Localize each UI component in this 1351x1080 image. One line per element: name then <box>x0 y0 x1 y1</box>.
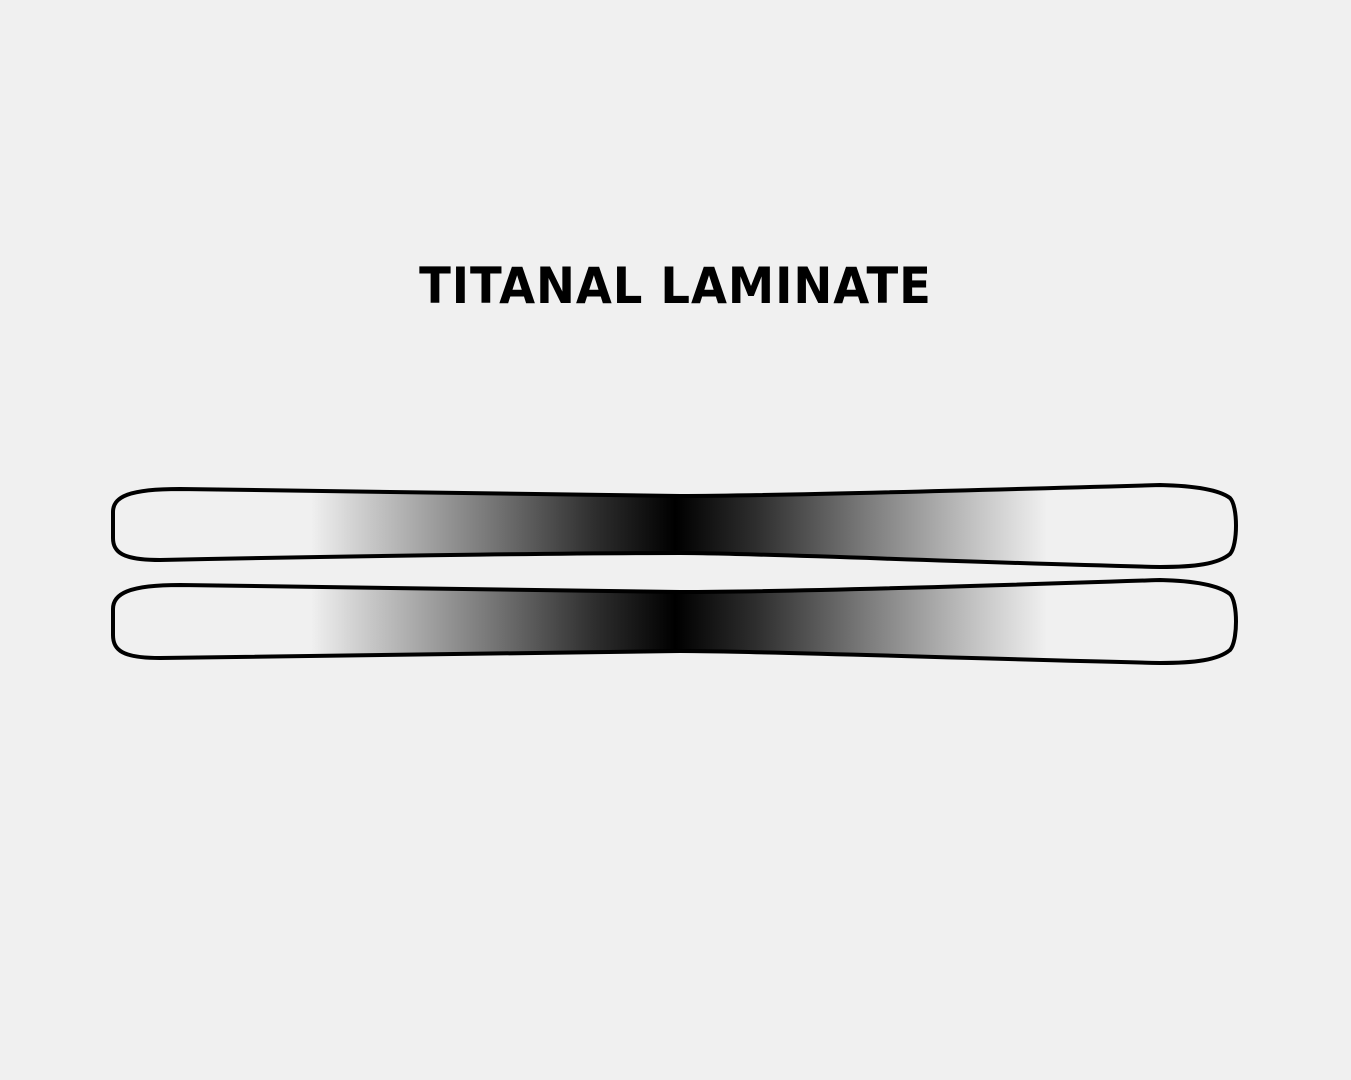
ski-bottom-outline <box>111 578 1238 665</box>
ski-top-outline <box>111 483 1238 569</box>
ski-top-laminate <box>113 485 1236 567</box>
ski-top <box>111 483 1238 569</box>
ski-bottom-laminate <box>113 580 1236 663</box>
diagram-title: TITANAL LAMINATE <box>419 257 932 315</box>
ski-bottom <box>111 578 1238 665</box>
